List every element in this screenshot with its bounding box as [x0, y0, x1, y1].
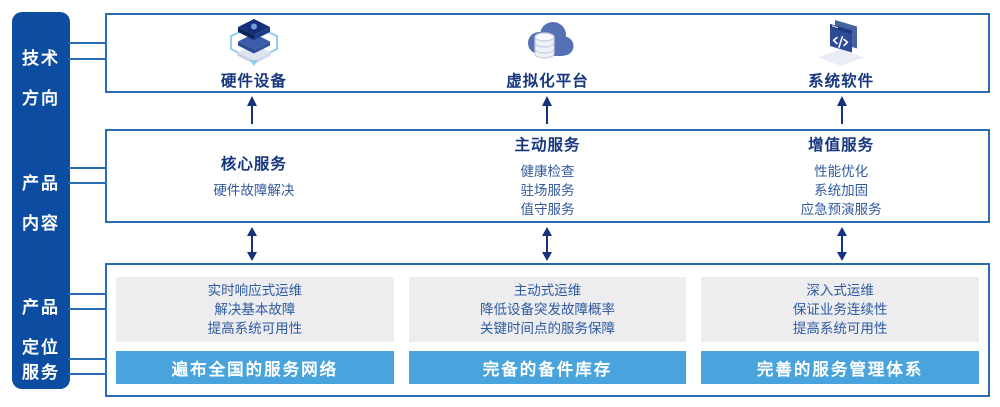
sidebar-label-line: 优势	[12, 403, 70, 407]
positioning-line: 保证业务连续性	[792, 302, 888, 318]
tech-item-virtualization: 虚拟化平台	[401, 15, 695, 91]
sidebar-label-line: 产品	[22, 298, 60, 317]
positioning-line: 提高系统可用性	[207, 321, 303, 337]
category-sidebar: 技术 方向 产品 内容 产品 定位 服务 优势	[12, 12, 70, 407]
positioning-advantage-panel: 实时响应式运维 解决基本故障 提高系统可用性 遍布全国的服务网络 主动式运维 降…	[105, 263, 990, 397]
software-window-icon	[818, 20, 865, 66]
positioning-advantage-card: 实时响应式运维 解决基本故障 提高系统可用性 遍布全国的服务网络	[116, 277, 394, 384]
connector-line	[68, 167, 106, 169]
tech-item-software: 系统软件	[694, 15, 988, 91]
connector-line	[68, 42, 106, 44]
positioning-box: 主动式运维 降低设备突发故障概率 关键时间点的服务保障	[408, 277, 687, 343]
positioning-box: 深入式运维 保证业务连续性 提高系统可用性	[701, 277, 980, 343]
positioning-line: 解决基本故障	[214, 302, 296, 318]
connector-line	[68, 373, 106, 375]
connector-line	[68, 58, 106, 60]
double-arrow-icon	[247, 227, 257, 261]
positioning-line: 深入式运维	[806, 283, 874, 299]
content-item: 硬件故障解决	[213, 183, 295, 198]
tech-label: 硬件设备	[220, 73, 287, 90]
connector-line	[68, 308, 106, 310]
content-item: 系统加固	[814, 183, 869, 198]
up-arrow-icon	[542, 96, 552, 124]
tech-label: 系统软件	[808, 73, 875, 90]
content-column-proactive: 主动服务 健康检查 驻场服务 值守服务	[401, 131, 695, 221]
sidebar-label-product-positioning: 产品 定位	[12, 278, 70, 378]
content-item: 值守服务	[520, 202, 575, 217]
sidebar-label-service-advantage: 服务 优势	[12, 343, 70, 407]
sidebar-label-line: 方向	[22, 89, 60, 108]
advantage-bar: 完善的服务管理体系	[701, 351, 980, 384]
positioning-line: 提高系统可用性	[792, 321, 888, 337]
positioning-advantage-card: 主动式运维 降低设备突发故障概率 关键时间点的服务保障 完备的备件库存	[408, 277, 687, 384]
content-title: 主动服务	[514, 137, 581, 154]
positioning-line: 实时响应式运维	[207, 283, 303, 299]
positioning-line: 关键时间点的服务保障	[480, 321, 615, 337]
positioning-box: 实时响应式运维 解决基本故障 提高系统可用性	[116, 277, 394, 343]
tech-item-hardware: 硬件设备	[107, 15, 401, 91]
sidebar-label-product-content: 产品 内容	[12, 154, 70, 254]
connector-line	[68, 182, 106, 184]
double-arrow-icon	[542, 227, 552, 261]
content-column-core: 核心服务 硬件故障解决	[107, 131, 401, 221]
connector-line	[68, 293, 106, 295]
sidebar-label-line: 内容	[22, 214, 60, 233]
server-stack-icon	[229, 19, 278, 66]
advantage-bar: 遍布全国的服务网络	[116, 351, 394, 384]
content-title: 增值服务	[808, 137, 875, 154]
tech-label: 虚拟化平台	[506, 73, 589, 90]
sidebar-label-tech-direction: 技术 方向	[12, 29, 70, 129]
content-item: 健康检查	[520, 164, 575, 179]
positioning-line: 降低设备突发故障概率	[480, 302, 615, 318]
content-item: 性能优化	[814, 164, 869, 179]
sidebar-label-line: 服务	[22, 363, 60, 382]
product-content-panel: 核心服务 硬件故障解决 主动服务 健康检查 驻场服务 值守服务 增值服务 性能优…	[105, 129, 990, 223]
sidebar-label-line: 技术	[22, 49, 60, 68]
advantage-bar: 完备的备件库存	[408, 351, 687, 384]
sidebar-label-line: 定位	[22, 338, 60, 357]
cloud-platform-icon	[527, 22, 573, 59]
positioning-line: 主动式运维	[513, 283, 582, 299]
up-arrow-icon	[837, 96, 847, 124]
connector-line	[68, 358, 106, 360]
content-item: 应急预演服务	[800, 202, 882, 217]
content-title: 核心服务	[220, 156, 287, 173]
content-item: 驻场服务	[520, 183, 575, 198]
tech-direction-panel: 硬件设备 虚拟化平台	[105, 13, 990, 93]
sidebar-label-line: 产品	[22, 174, 60, 193]
positioning-advantage-card: 深入式运维 保证业务连续性 提高系统可用性 完善的服务管理体系	[701, 277, 980, 384]
double-arrow-icon	[837, 227, 847, 261]
content-column-value-added: 增值服务 性能优化 系统加固 应急预演服务	[694, 131, 988, 221]
up-arrow-icon	[247, 96, 257, 124]
